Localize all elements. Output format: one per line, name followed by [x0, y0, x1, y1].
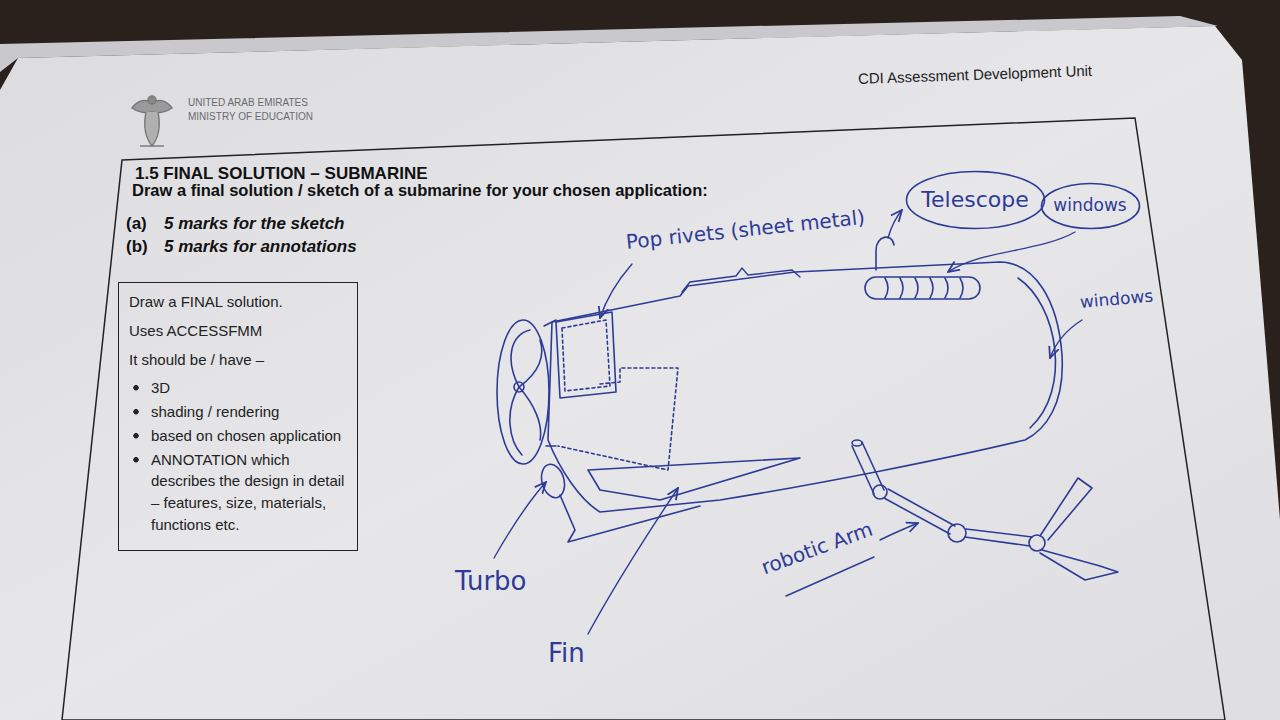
- leader-arrow: [494, 482, 546, 558]
- arm-joint: [1029, 535, 1045, 551]
- window-panes: [885, 278, 963, 298]
- bullet-item: shading / rendering: [129, 401, 347, 423]
- part-label: windows: [1079, 286, 1154, 313]
- propeller-blades: [510, 330, 542, 455]
- instruction-line: Draw a FINAL solution.: [129, 291, 347, 313]
- part-label: Pop rivets (sheet metal): [625, 205, 866, 254]
- arm-mount: [852, 440, 862, 446]
- instruction-line: Uses ACCESSFMM: [129, 320, 347, 342]
- org-name: UNITED ARAB EMIRATES: [188, 97, 308, 109]
- part-label: Fin: [548, 638, 585, 669]
- ellipse-outline: [1041, 184, 1139, 229]
- leader-arrow: [588, 488, 678, 634]
- ellipse-outline: [906, 172, 1044, 229]
- item-letter: (a): [126, 214, 147, 234]
- emblem-body: [145, 112, 159, 146]
- collar: [544, 320, 556, 446]
- emblem-base: [140, 145, 164, 146]
- nose-window: [1018, 278, 1056, 428]
- header-note: CDI Assessment Development Unit: [858, 62, 1093, 88]
- answer-frame: [62, 118, 1225, 720]
- annotation-leaders: [494, 210, 1082, 634]
- bullet-item: 3D: [129, 377, 347, 399]
- leader-arrow: [888, 210, 902, 238]
- panel-rivets: [558, 368, 678, 470]
- ministry-emblem: [132, 96, 172, 146]
- top-windows: [865, 277, 980, 299]
- turbo: [538, 462, 568, 501]
- callout-ellipse: Telescope: [905, 170, 1046, 230]
- leader-arrow: [880, 523, 918, 540]
- mark-scheme: 5 marks for the sketch: [164, 214, 344, 234]
- bracket: [682, 268, 800, 292]
- panel-rivets: [562, 320, 610, 391]
- bullet-item: ANNOTATION which describes the design in…: [129, 449, 347, 536]
- arm-joint: [873, 485, 887, 499]
- instruction-line: It should be / have –: [129, 349, 347, 371]
- instruction: Draw a final solution / sketch of a subm…: [132, 181, 708, 201]
- propeller-ring: [497, 320, 549, 464]
- claw: [1040, 550, 1118, 580]
- lower-fin: [560, 495, 700, 542]
- part-label: robotic Arm: [758, 517, 876, 579]
- hull: [548, 262, 1062, 512]
- instruction-box: Draw a FINAL solution. Uses ACCESSFMM It s…: [118, 282, 358, 551]
- periscope: [876, 237, 894, 270]
- leader-arrow: [1050, 320, 1082, 358]
- part-label: Turbo: [455, 566, 527, 597]
- arm-segment: [965, 529, 1032, 546]
- bullet-item: based on chosen application: [129, 425, 347, 447]
- claw: [1040, 478, 1092, 540]
- arm-joint: [948, 524, 966, 542]
- item-letter: (b): [126, 237, 148, 257]
- callout-text: windows: [1053, 196, 1126, 216]
- panel: [556, 312, 616, 398]
- org-name: MINISTRY OF EDUCATION: [188, 111, 313, 123]
- emblem-head: [148, 96, 156, 104]
- mark-scheme: 5 marks for annotations: [164, 237, 357, 257]
- submarine-sketch: [497, 237, 1118, 580]
- callout-text: Telescope: [921, 187, 1028, 212]
- fin: [588, 458, 800, 500]
- leader-arrow: [600, 264, 632, 318]
- callout-ellipse: windows: [1040, 182, 1141, 230]
- arm-segment: [884, 489, 955, 534]
- arm-segment: [852, 442, 884, 494]
- paper-sheet: [0, 26, 1280, 720]
- leader-arrow: [948, 232, 1075, 272]
